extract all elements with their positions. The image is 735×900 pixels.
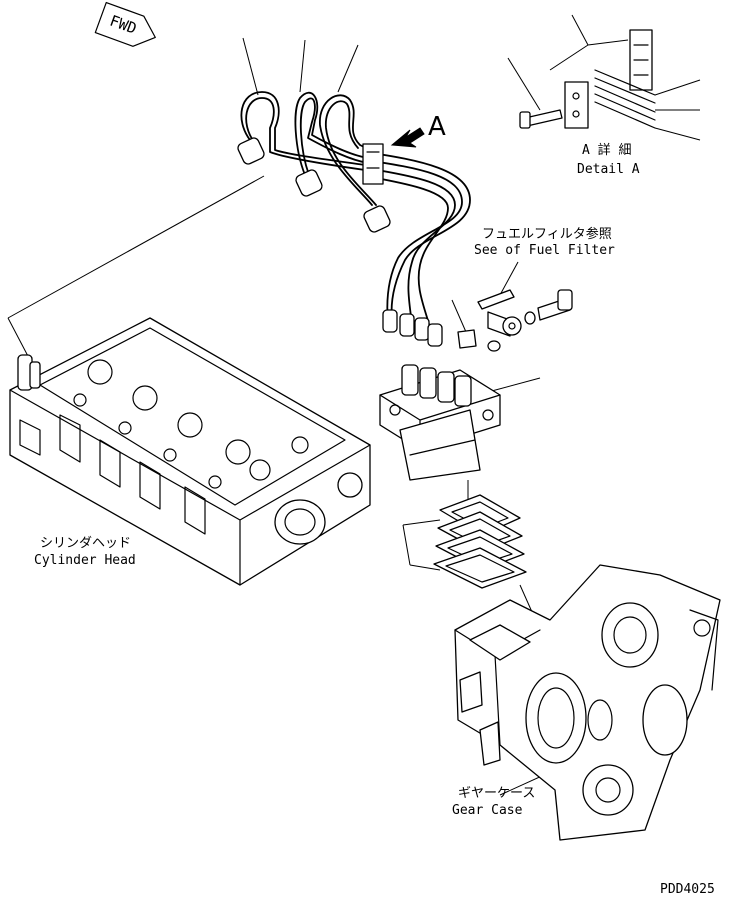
cylinder-head bbox=[7, 175, 371, 586]
pipe-nut-1 bbox=[237, 137, 265, 165]
cylinder-head-en: Cylinder Head bbox=[34, 553, 136, 568]
gaskets bbox=[402, 480, 541, 631]
gear-case bbox=[454, 564, 721, 841]
fuel-hardware bbox=[451, 261, 573, 352]
drawing-code: PDD4025 bbox=[660, 882, 715, 897]
fuel-filter-ref-en: See of Fuel Filter bbox=[474, 243, 615, 258]
detail-a-en: Detail A bbox=[577, 162, 640, 177]
pipe-nut-2 bbox=[295, 169, 323, 197]
view-arrow-icon bbox=[390, 127, 425, 148]
view-marker-a: A bbox=[428, 112, 446, 142]
injection-pump bbox=[379, 364, 541, 481]
pipe-nut-3 bbox=[363, 205, 391, 233]
fuel-filter-ref-jp: フュエルフィルタ参照 bbox=[482, 226, 612, 242]
detail-a-illustration bbox=[507, 14, 701, 141]
cylinder-head-jp: シリンダヘッド bbox=[40, 536, 131, 551]
fwd-label: FWD bbox=[107, 12, 139, 38]
detail-a-jp: A 詳 細 bbox=[582, 142, 631, 158]
injection-pipes bbox=[237, 37, 471, 347]
gear-case-jp: ギヤーケース bbox=[458, 786, 535, 801]
gear-case-en: Gear Case bbox=[452, 803, 523, 818]
fwd-arrow-icon bbox=[94, 1, 156, 47]
pipe-clamp bbox=[362, 143, 384, 185]
